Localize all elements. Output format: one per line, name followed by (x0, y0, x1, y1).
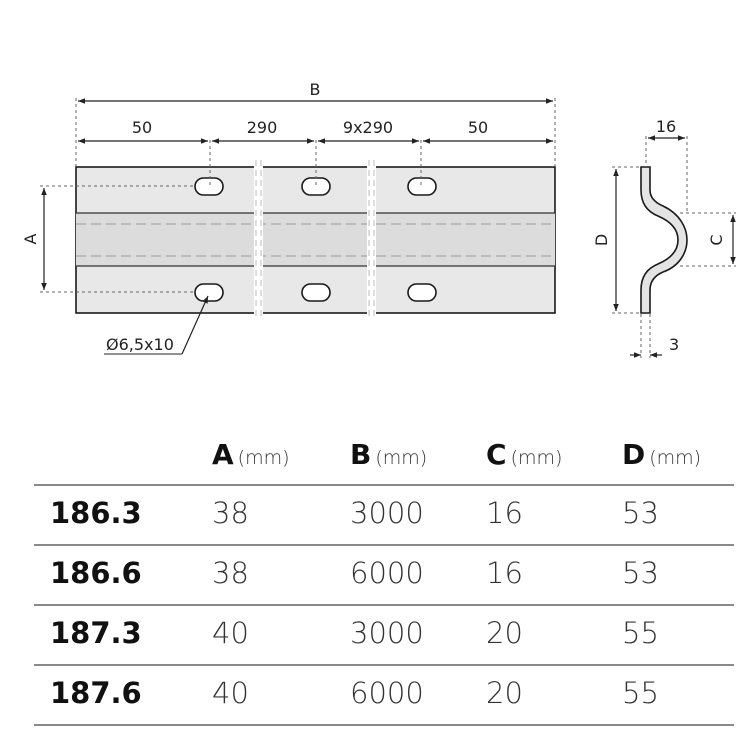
slot-hole (301, 177, 331, 196)
header-b: B(mm) (350, 438, 427, 471)
cell-b: 3000 (350, 616, 424, 650)
dimension-a: A (21, 185, 195, 293)
header-d-unit: (mm) (649, 447, 702, 469)
header-d-letter: D (622, 438, 646, 471)
hole-label: Ø6,5x10 (106, 335, 174, 354)
rail-profile-section: D C 16 3 (592, 117, 736, 358)
seg-2-label: 290 (247, 118, 278, 137)
table-row: 186.3 38 3000 16 53 (34, 484, 734, 544)
header-a: A(mm) (212, 438, 290, 471)
dim-a-label: A (21, 233, 40, 244)
header-b-unit: (mm) (375, 447, 428, 469)
technical-drawing: B 50 290 9x290 50 A Ø6,5x10 D (21, 80, 736, 358)
header-c: C(mm) (486, 438, 562, 471)
slot-hole (301, 283, 331, 302)
cell-d: 53 (622, 556, 659, 590)
header-c-letter: C (486, 438, 507, 471)
dim-c-label: C (707, 234, 726, 245)
header-d: D(mm) (622, 438, 701, 471)
cell-b: 6000 (350, 676, 424, 710)
hole-callout: Ø6,5x10 (104, 295, 209, 355)
seg-4-label: 50 (468, 118, 488, 137)
cell-c: 20 (486, 676, 523, 710)
cell-b: 3000 (350, 496, 424, 530)
table-row: 186.6 38 6000 16 53 (34, 544, 734, 604)
profile-thickness-label: 3 (669, 335, 679, 354)
header-b-letter: B (350, 438, 372, 471)
cell-a: 40 (212, 676, 249, 710)
cell-a: 40 (212, 616, 249, 650)
seg-3-label: 9x290 (343, 118, 393, 137)
cell-a: 38 (212, 556, 249, 590)
cell-a: 38 (212, 496, 249, 530)
dim-d-label: D (592, 234, 611, 246)
table-header: A(mm) B(mm) C(mm) D(mm) (34, 430, 734, 484)
row-code: 187.6 (50, 676, 142, 710)
row-code: 186.3 (50, 496, 142, 530)
slot-hole (194, 177, 224, 196)
dimension-table: A(mm) B(mm) C(mm) D(mm) 186.3 38 3000 16… (34, 430, 734, 726)
cell-d: 55 (622, 676, 659, 710)
header-a-unit: (mm) (237, 447, 290, 469)
header-a-letter: A (212, 438, 234, 471)
cell-c: 20 (486, 616, 523, 650)
seg-1-label: 50 (132, 118, 152, 137)
table-row: 187.3 40 3000 20 55 (34, 604, 734, 664)
header-c-unit: (mm) (510, 447, 563, 469)
table-bottom-rule (34, 724, 734, 726)
row-code: 187.3 (50, 616, 142, 650)
dim-b-label: B (310, 80, 321, 99)
slot-hole (194, 283, 224, 302)
cell-b: 6000 (350, 556, 424, 590)
table-row: 187.6 40 6000 20 55 (34, 664, 734, 724)
row-code: 186.6 (50, 556, 142, 590)
cell-c: 16 (486, 496, 523, 530)
segment-dimensions: 50 290 9x290 50 (78, 118, 553, 185)
slot-hole (407, 283, 437, 302)
slot-hole (407, 177, 437, 196)
cell-c: 16 (486, 556, 523, 590)
cell-d: 53 (622, 496, 659, 530)
cell-d: 55 (622, 616, 659, 650)
profile-width-label: 16 (656, 117, 676, 136)
slotted-holes (194, 177, 437, 302)
dimension-b: B (75, 80, 556, 166)
